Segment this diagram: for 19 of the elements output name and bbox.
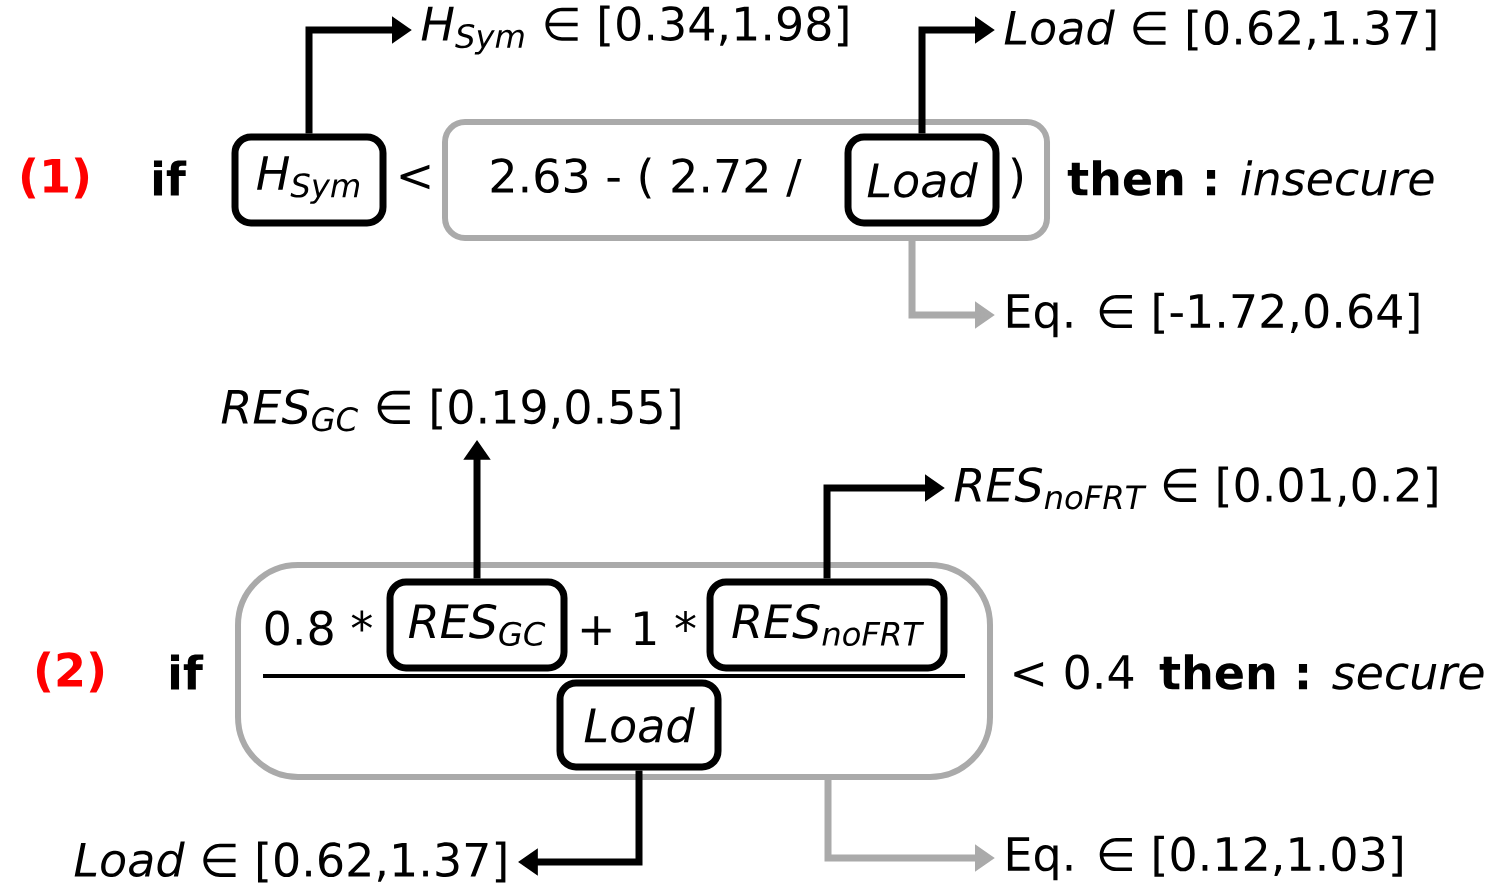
result-text: then : insecure: [1067, 160, 1434, 196]
variable-box: RES$_{GC}$: [386, 578, 568, 672]
variable-box: RES$_{noFRT}$: [706, 578, 948, 672]
keyword: if: [171, 654, 204, 690]
variable-box: H$_{Sym}$: [231, 133, 387, 227]
variable-box: Load: [556, 679, 722, 771]
range-text: Load ∈ [0.62,1.37]: [74, 841, 506, 883]
range-text: Load ∈ [0.62,1.37]: [1004, 9, 1436, 51]
threshold-text: < 0.4: [1014, 654, 1134, 690]
formula-number: (2): [36, 651, 104, 693]
range-text: Eq. ∈ [-1.72,0.64]: [1007, 292, 1419, 338]
variable-box: Load: [844, 133, 1000, 227]
range-text: RES$_{GC}$ ∈ [0.19,0.55]: [221, 388, 680, 432]
range-text: H$_{Sym}$ ∈ [0.34,1.98]: [421, 5, 848, 55]
keyword: if: [154, 160, 187, 196]
formula-number: (1): [21, 157, 89, 199]
result-text: then : secure: [1159, 654, 1484, 690]
range-text: Eq. ∈ [0.12,1.03]: [1007, 835, 1402, 881]
range-text: RES$_{noFRT}$ ∈ [0.01,0.2]: [954, 466, 1437, 510]
